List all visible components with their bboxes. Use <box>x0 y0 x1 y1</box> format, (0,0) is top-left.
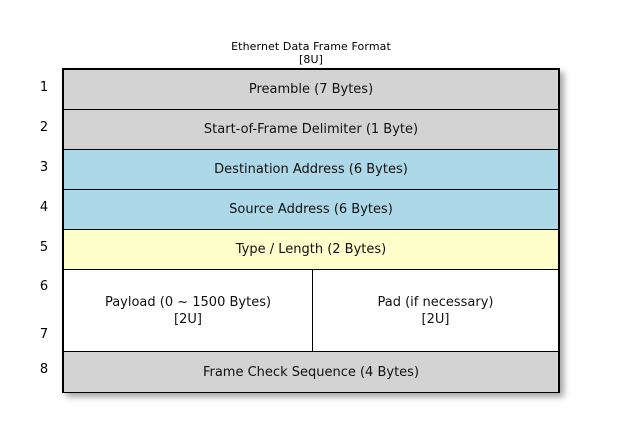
diagram-title-sub: [8U] <box>298 53 324 66</box>
frame-row: Destination Address (6 Bytes) <box>64 150 558 190</box>
frame-row: Start-of-Frame Delimiter (1 Byte) <box>64 110 558 150</box>
frame-field-left: Payload (0 ~ 1500 Bytes) [2U] <box>64 270 313 351</box>
row-number: 3 <box>39 160 49 175</box>
frame-field-right: Pad (if necessary) [2U] <box>313 270 558 351</box>
frame-row: Source Address (6 Bytes) <box>64 190 558 230</box>
frame-field-label: Type / Length (2 Bytes) <box>235 242 387 257</box>
frame-field-label: Preamble (7 Bytes) <box>248 82 374 97</box>
frame-field-label: Pad (if necessary) [2U] <box>377 294 494 327</box>
frame-field-label: Start-of-Frame Delimiter (1 Byte) <box>203 122 419 137</box>
row-number: 2 <box>39 120 49 135</box>
frame-field-label: Source Address (6 Bytes) <box>229 202 393 217</box>
row-number-gutter: 1 2 3 4 5 6 7 8 <box>30 68 58 393</box>
frame-row: Frame Check Sequence (4 Bytes) <box>64 352 558 392</box>
row-number: 6 <box>39 279 49 294</box>
row-number: 1 <box>39 80 49 95</box>
frame-row: Type / Length (2 Bytes) <box>64 230 558 270</box>
row-number: 5 <box>39 240 49 255</box>
frame-field-label: Destination Address (6 Bytes) <box>214 162 408 177</box>
frame-field-label: Payload (0 ~ 1500 Bytes) [2U] <box>104 294 272 327</box>
diagram-title-main: Ethernet Data Frame Format <box>231 40 391 53</box>
frame-row: Preamble (7 Bytes) <box>64 70 558 110</box>
row-number: 8 <box>39 362 49 377</box>
frame-field-label: Frame Check Sequence (4 Bytes) <box>202 364 420 380</box>
row-number: 4 <box>39 200 49 215</box>
ethernet-frame-box: Preamble (7 Bytes) Start-of-Frame Delimit… <box>62 68 560 393</box>
row-number: 7 <box>39 327 49 342</box>
frame-row: Payload (0 ~ 1500 Bytes) [2U] Pad (if nec… <box>64 270 558 352</box>
diagram-title: Ethernet Data Frame Format [8U] <box>62 40 560 66</box>
